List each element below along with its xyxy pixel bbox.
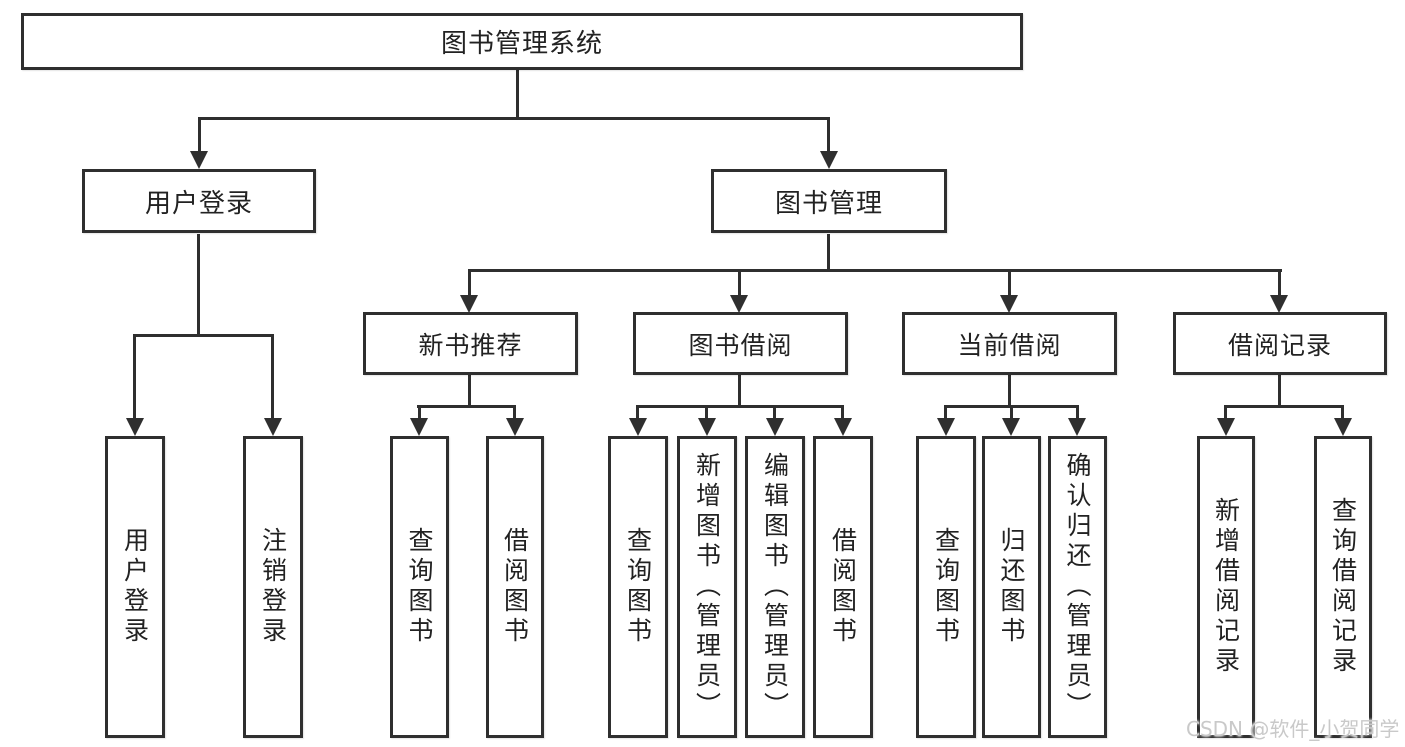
connector-line xyxy=(133,334,274,337)
leaf-label: 新增借阅记录 xyxy=(1211,497,1241,677)
arrow-down-icon xyxy=(1334,418,1352,436)
leaf-label: 查询图书 xyxy=(931,527,961,647)
leaf-label: 归还图书 xyxy=(997,527,1026,647)
node-book-borrow: 图书借阅 xyxy=(633,312,848,375)
node-label: 图书管理 xyxy=(774,188,883,219)
connector-line xyxy=(1278,375,1281,408)
connector-line xyxy=(827,117,830,157)
node-new-book-recommend: 新书推荐 xyxy=(363,312,578,375)
connector-line xyxy=(1224,405,1343,408)
node-book-management: 图书管理 xyxy=(711,169,947,233)
leaf-label: 注销登录 xyxy=(258,527,288,647)
arrow-down-icon xyxy=(629,418,647,436)
leaf-edit-book-admin: 编辑图书（管理员） xyxy=(745,436,805,738)
arrow-down-icon xyxy=(1068,418,1086,436)
connector-line xyxy=(516,70,519,120)
connector-line xyxy=(827,234,830,272)
connector-line xyxy=(636,405,843,408)
node-label: 图书管理系统 xyxy=(440,29,603,59)
arrow-down-icon xyxy=(506,418,524,436)
arrow-down-icon xyxy=(1002,418,1020,436)
csdn-watermark: CSDN @软件_小贺同学 xyxy=(1186,717,1400,741)
node-root-system: 图书管理系统 xyxy=(21,13,1023,70)
node-label: 当前借阅 xyxy=(957,330,1062,360)
leaf-logout: 注销登录 xyxy=(243,436,303,738)
leaf-label: 查询图书 xyxy=(405,527,434,647)
connector-line xyxy=(1008,375,1011,408)
leaf-label: 编辑图书（管理员） xyxy=(760,452,790,722)
connector-line xyxy=(468,269,1282,272)
leaf-label: 新增图书（管理员） xyxy=(692,452,722,722)
arrow-down-icon xyxy=(190,151,208,169)
node-label: 用户登录 xyxy=(144,188,253,219)
leaf-confirm-return-admin: 确认归还（管理员） xyxy=(1048,436,1107,738)
node-label: 新书推荐 xyxy=(418,330,523,360)
leaf-borrow-books: 借阅图书 xyxy=(486,436,544,738)
connector-line xyxy=(133,334,136,430)
node-borrow-records: 借阅记录 xyxy=(1173,312,1387,375)
leaf-label: 借阅图书 xyxy=(828,527,858,647)
connector-line xyxy=(468,269,471,305)
node-user-login: 用户登录 xyxy=(82,169,316,233)
leaf-user-login: 用户登录 xyxy=(105,436,165,738)
leaf-label: 查询借阅记录 xyxy=(1328,497,1358,677)
arrow-down-icon xyxy=(698,418,716,436)
leaf-label: 确认归还（管理员） xyxy=(1063,452,1092,722)
connector-line xyxy=(738,269,741,305)
arrow-down-icon xyxy=(126,418,144,436)
arrow-down-icon xyxy=(820,151,838,169)
arrow-down-icon xyxy=(834,418,852,436)
connector-line xyxy=(198,117,830,120)
leaf-query-borrow-record: 查询借阅记录 xyxy=(1314,436,1372,738)
connector-line xyxy=(468,375,471,408)
arrow-down-icon xyxy=(264,418,282,436)
arrow-down-icon xyxy=(1000,295,1018,313)
arrow-down-icon xyxy=(766,418,784,436)
leaf-add-book-admin: 新增图书（管理员） xyxy=(677,436,737,738)
connector-line xyxy=(1008,269,1011,305)
leaf-borrow-books: 借阅图书 xyxy=(813,436,873,738)
leaf-query-books: 查询图书 xyxy=(916,436,976,738)
arrow-down-icon xyxy=(410,418,428,436)
leaf-label: 查询图书 xyxy=(623,527,653,647)
arrow-down-icon xyxy=(460,295,478,313)
arrow-down-icon xyxy=(730,295,748,313)
connector-line xyxy=(271,334,274,430)
connector-line xyxy=(738,375,741,408)
leaf-query-books: 查询图书 xyxy=(390,436,449,738)
connector-line xyxy=(197,234,200,337)
node-current-borrow: 当前借阅 xyxy=(902,312,1117,375)
leaf-query-books: 查询图书 xyxy=(608,436,668,738)
arrow-down-icon xyxy=(1270,295,1288,313)
node-label: 借阅记录 xyxy=(1227,330,1332,360)
arrow-down-icon xyxy=(937,418,955,436)
leaf-label: 借阅图书 xyxy=(500,527,530,647)
connector-line xyxy=(198,117,201,157)
node-label: 图书借阅 xyxy=(688,330,793,360)
leaf-add-borrow-record: 新增借阅记录 xyxy=(1197,436,1255,738)
arrow-down-icon xyxy=(1217,418,1235,436)
connector-line xyxy=(417,405,516,408)
leaf-return-books: 归还图书 xyxy=(982,436,1041,738)
leaf-label: 用户登录 xyxy=(120,527,150,647)
connector-line xyxy=(1278,269,1281,305)
